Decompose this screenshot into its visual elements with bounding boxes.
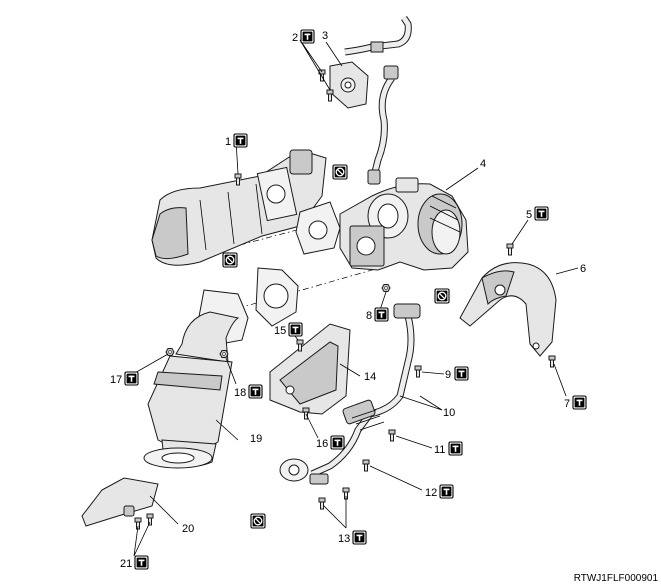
callout-11-label: 11 <box>434 444 445 456</box>
non-reusable-part-icon <box>434 288 450 304</box>
torque-specification-icon <box>448 441 463 456</box>
torque-specification-icon <box>439 484 454 499</box>
callout-6-label: 6 <box>580 263 586 275</box>
callout-2-label: 2 <box>292 32 298 44</box>
part-13-bolt-a <box>318 497 326 510</box>
callout-15-label: 15 <box>274 325 286 337</box>
part-14-bracket <box>269 323 351 415</box>
part-11-bolt <box>388 429 396 442</box>
leader-lines <box>125 39 579 557</box>
torque-specification-icon <box>352 530 367 545</box>
part-5-bolt <box>506 243 514 256</box>
torque-specification-icon <box>330 435 345 450</box>
callout-4-label: 4 <box>480 158 486 170</box>
torque-specification-icon <box>374 307 389 322</box>
part-2-bolt-b <box>326 89 334 102</box>
callout-18-label: 18 <box>234 387 246 399</box>
callout-8-label: 8 <box>366 310 372 322</box>
non-reusable-part-icon <box>222 252 238 268</box>
torque-specification-icon <box>233 133 248 148</box>
callout-17-label: 17 <box>110 374 122 386</box>
torque-specification-icon <box>124 371 139 386</box>
callout-9-label: 9 <box>445 369 451 381</box>
part-6-heat-shield <box>459 262 557 357</box>
part-20-bracket <box>81 477 159 527</box>
callout-16-label: 16 <box>316 438 328 450</box>
drawing-code: RTWJ1FLF000901 <box>574 573 659 584</box>
callout-12-label: 12 <box>425 487 437 499</box>
part-4-turbocharger <box>339 177 469 271</box>
callout-1-label: 1 <box>225 136 231 148</box>
non-reusable-part-icon <box>332 164 348 180</box>
part-19-front-exhaust-pipe <box>143 289 249 469</box>
part-18-nut <box>219 350 229 358</box>
callout-21-label: 21 <box>120 558 132 570</box>
part-9-bolt <box>414 365 422 378</box>
callout-10-label: 10 <box>443 407 455 419</box>
callout-19-label: 19 <box>250 433 262 445</box>
callout-13-label: 13 <box>338 533 350 545</box>
part-21-bolt-b <box>146 513 154 526</box>
gasket-lower <box>255 267 299 327</box>
callout-20-label: 20 <box>182 523 194 535</box>
torque-specification-icon <box>134 555 149 570</box>
part-3-oil-feed-pipe <box>329 16 412 185</box>
torque-specification-icon <box>288 322 303 337</box>
torque-specification-icon <box>248 384 263 399</box>
non-reusable-part-icon <box>250 513 266 529</box>
torque-specification-icon <box>300 29 315 44</box>
centerline-lower <box>224 261 401 313</box>
exhaust-manifold <box>151 149 327 266</box>
callout-3-label: 3 <box>322 30 328 42</box>
callout-7-label: 7 <box>564 398 570 410</box>
callout-14-label: 14 <box>364 371 376 383</box>
gasket-upper <box>295 201 341 255</box>
part-10-oil-return-pipe <box>279 303 421 485</box>
torque-specification-icon <box>572 395 587 410</box>
part-8-nut <box>381 284 391 292</box>
torque-specification-icon <box>454 366 469 381</box>
callout-5-label: 5 <box>526 209 532 221</box>
part-12-bolt <box>362 459 370 472</box>
torque-specification-icon <box>534 206 549 221</box>
